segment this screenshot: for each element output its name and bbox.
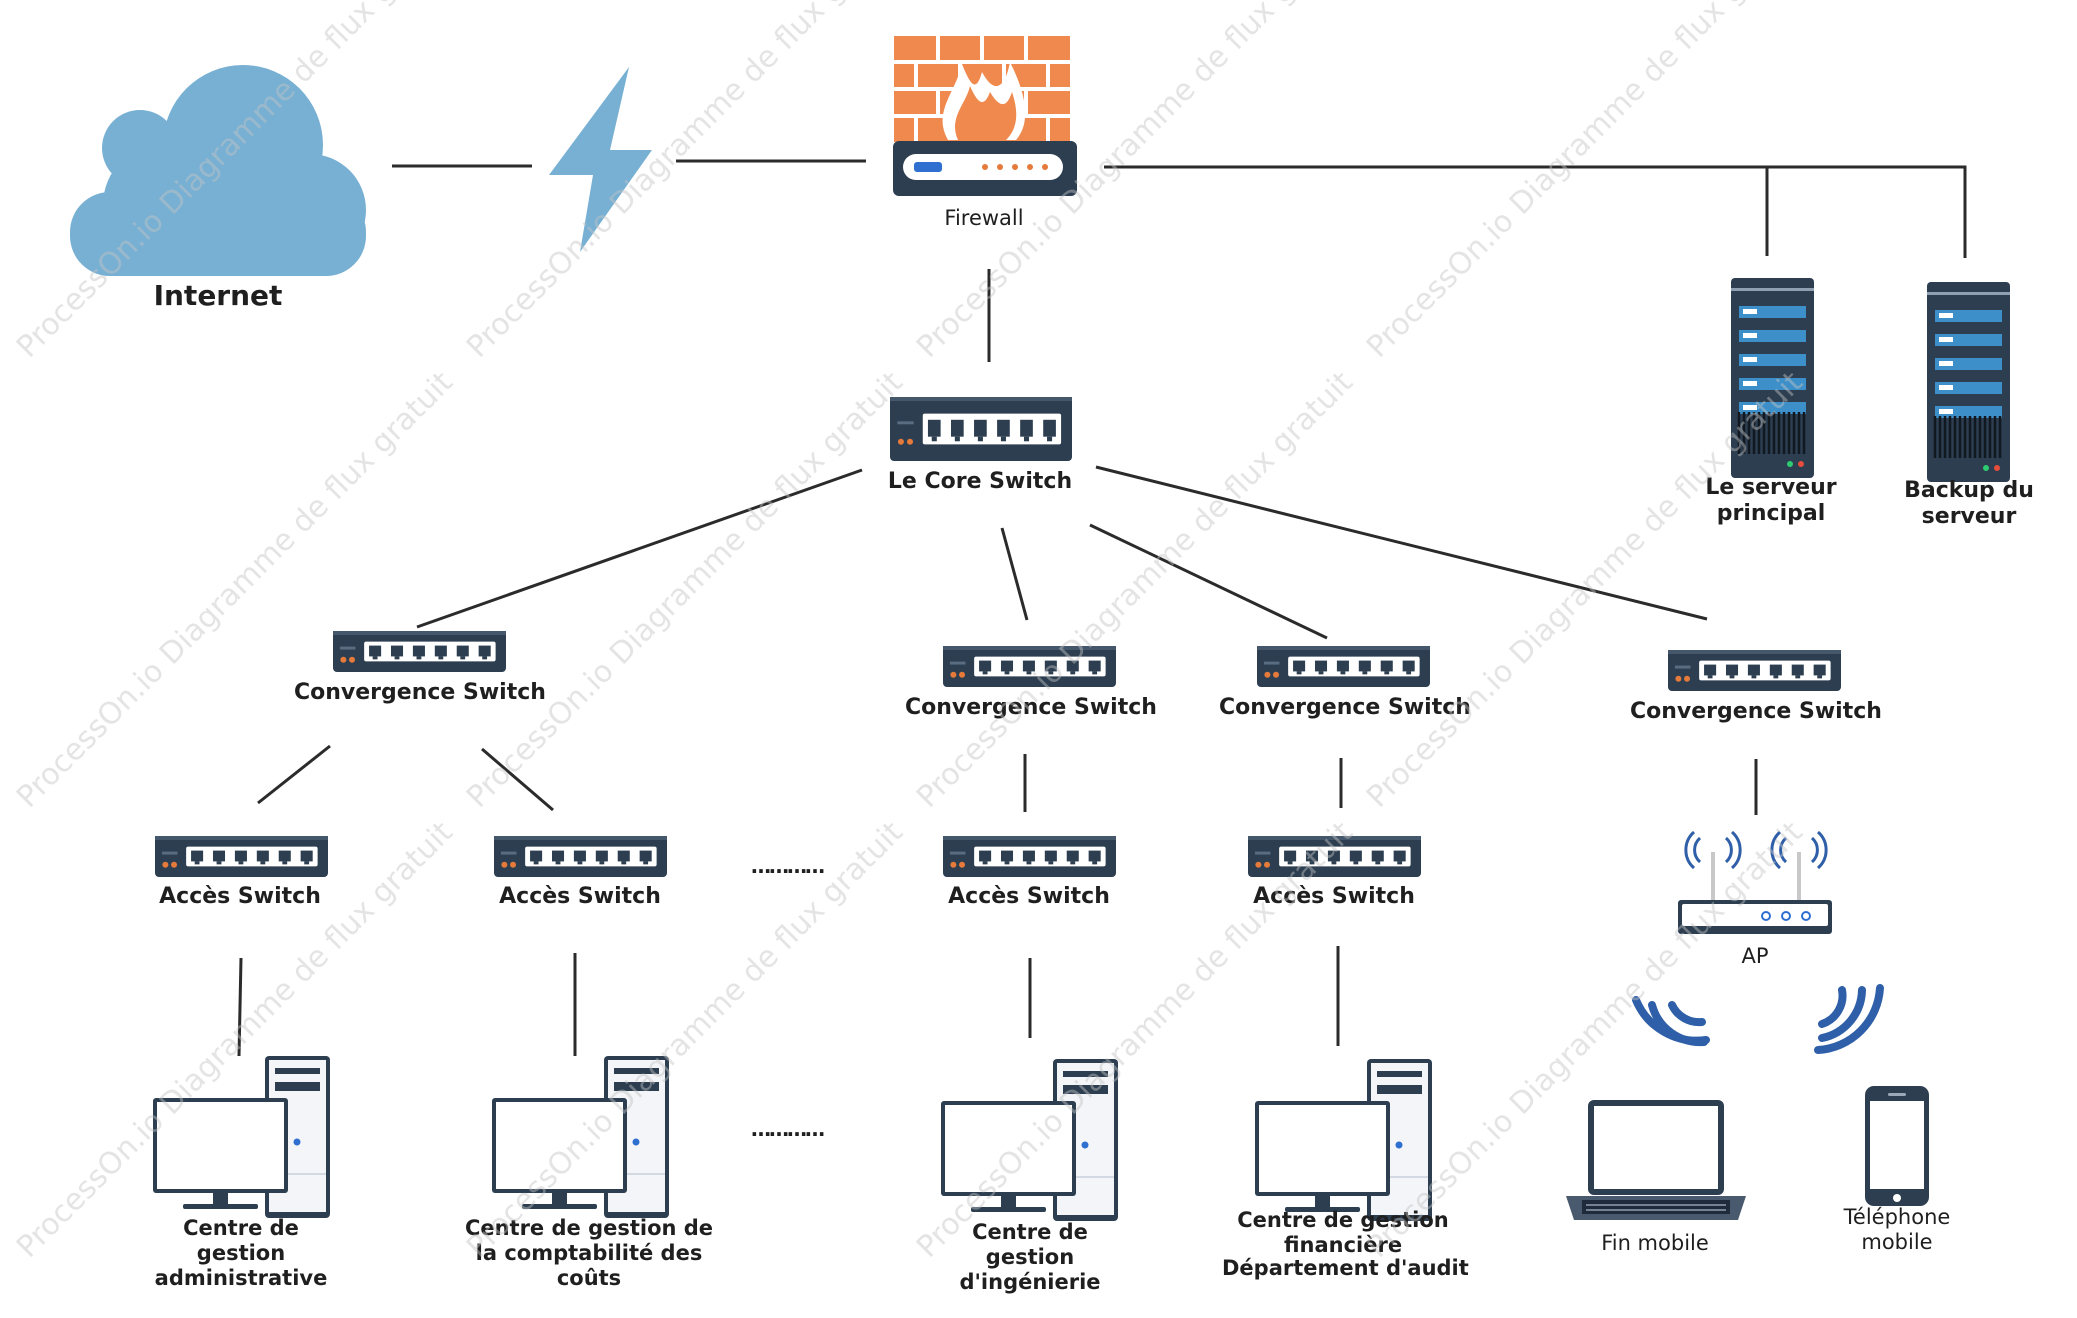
acc2-switch-icon (494, 836, 667, 877)
laptop-label: Fin mobile (1601, 1231, 1709, 1255)
pc2-label: Centre de gestion de la comptabilité des… (464, 1216, 714, 1290)
core-switch-icon (890, 397, 1072, 461)
conv4-label: Convergence Switch (1630, 699, 1882, 724)
conv1-switch-icon (333, 631, 506, 672)
conv3-label: Convergence Switch (1219, 695, 1471, 720)
conv1-label: Convergence Switch (294, 680, 546, 705)
pc3-icon (941, 1059, 1118, 1221)
pc-group (153, 1056, 1432, 1221)
line-core-conv1 (416, 468, 863, 629)
server-backup-label: Backup du serveur (1904, 478, 2034, 529)
line-core-conv4 (1095, 465, 1708, 621)
acc3-label: Accès Switch (948, 884, 1110, 909)
line-conv1-acc1 (257, 744, 331, 805)
acc2-label: Accès Switch (499, 884, 661, 909)
wifi-waves-right-icon (1814, 984, 1884, 1054)
pc2-icon (492, 1056, 669, 1218)
firewall-label: Firewall (944, 206, 1024, 230)
ellipsis-lower: ………… (751, 1117, 825, 1141)
acc1-label: Accès Switch (159, 884, 321, 909)
line-firewall-servers (1104, 165, 1967, 258)
conv4-switch-icon (1668, 650, 1841, 691)
server-main-icon (1731, 278, 1814, 478)
line-conv1-acc2 (481, 747, 554, 812)
internet-label: Internet (153, 279, 283, 312)
firewall-icon (893, 36, 1077, 196)
line-core-conv3 (1089, 523, 1328, 640)
pc1-label: Centre de gestion administrative (154, 1216, 328, 1290)
acc4-switch-icon (1248, 836, 1421, 877)
acc4-label: Accès Switch (1253, 884, 1415, 909)
pc4-label-b: Département d'audit (1222, 1256, 1469, 1280)
phone-label: Téléphone mobile (1843, 1205, 1951, 1254)
pc3-label: Centre de gestion d'ingénierie (959, 1220, 1101, 1294)
connection-lines (237, 159, 1967, 1057)
conv2-label: Convergence Switch (905, 695, 1157, 720)
lightning-icon (549, 67, 652, 252)
pc1-icon (153, 1056, 330, 1218)
core-switch-label: Le Core Switch (887, 469, 1073, 494)
laptop-icon (1566, 1100, 1746, 1220)
pc4-icon (1255, 1059, 1432, 1221)
ap-label: AP (1741, 944, 1769, 968)
line-acc1-pc1 (237, 957, 243, 1057)
server-backup-icon (1927, 282, 2010, 482)
conv2-switch-icon (943, 646, 1116, 687)
server-main-label: Le serveur principal (1705, 475, 1837, 526)
server-group (1731, 278, 2010, 482)
access-point-icon (1678, 830, 1832, 934)
switch-group (155, 397, 1841, 877)
line-core-conv2 (1000, 527, 1029, 621)
wifi-waves-left-icon (1632, 996, 1710, 1047)
cloud-icon (70, 65, 366, 276)
phone-icon (1865, 1086, 1929, 1206)
acc3-switch-icon (943, 836, 1116, 877)
acc1-switch-icon (155, 836, 328, 877)
conv3-switch-icon (1257, 646, 1430, 687)
pc4-label-a: Centre de gestion financière (1237, 1208, 1449, 1257)
ellipsis-upper: ………… (751, 854, 825, 878)
